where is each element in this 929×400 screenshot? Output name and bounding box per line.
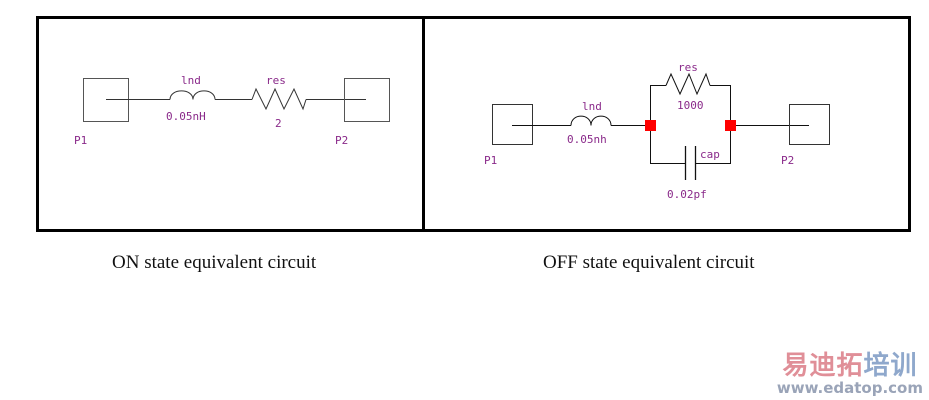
- off-port1-box: [492, 104, 533, 145]
- off-inductor-name: lnd: [582, 100, 602, 113]
- off-node-left: [645, 120, 656, 131]
- off-capacitor-value: 0.02pf: [667, 188, 707, 201]
- on-inductor-value: 0.05nH: [166, 110, 206, 123]
- off-inductor-value: 0.05nh: [567, 133, 607, 146]
- on-resistor-name: res: [266, 74, 286, 87]
- frame-border: [36, 16, 911, 232]
- on-state-caption: ON state equivalent circuit: [112, 252, 317, 273]
- on-resistor-value: 2: [275, 117, 282, 130]
- watermark-logo-text: 易迪拓培训: [777, 352, 923, 380]
- off-port1-label: P1: [484, 154, 497, 167]
- off-resistor-value: 1000: [677, 99, 704, 112]
- off-port2-box: [789, 104, 830, 145]
- on-state-circuit: lnd 0.05nH res 2 P1 P2: [74, 74, 390, 147]
- off-inductor-icon: [570, 115, 612, 126]
- off-state-circuit: lnd 0.05nh res 1000 cap 0.02pf P1 P2: [484, 61, 830, 201]
- watermark-cn-part1: 易迪拓: [782, 351, 864, 381]
- on-resistor-icon: [251, 87, 307, 111]
- off-resistor-icon: [665, 72, 711, 96]
- off-resistor-name: res: [678, 61, 698, 74]
- off-node-right: [725, 120, 736, 131]
- watermark-url: www.edatop.com: [776, 379, 923, 397]
- off-capacitor-name: cap: [700, 148, 720, 161]
- on-port2-label: P2: [335, 134, 348, 147]
- off-port2-label: P2: [781, 154, 794, 167]
- watermark: 易迪拓培训 www.edatop.com: [777, 352, 923, 396]
- on-port1-label: P1: [74, 134, 87, 147]
- off-state-caption: OFF state equivalent circuit: [543, 252, 755, 273]
- on-port2-box: [344, 78, 390, 122]
- on-inductor-name: lnd: [181, 74, 201, 87]
- on-inductor-icon: [169, 90, 216, 100]
- watermark-cn-part2: 培训: [863, 351, 918, 381]
